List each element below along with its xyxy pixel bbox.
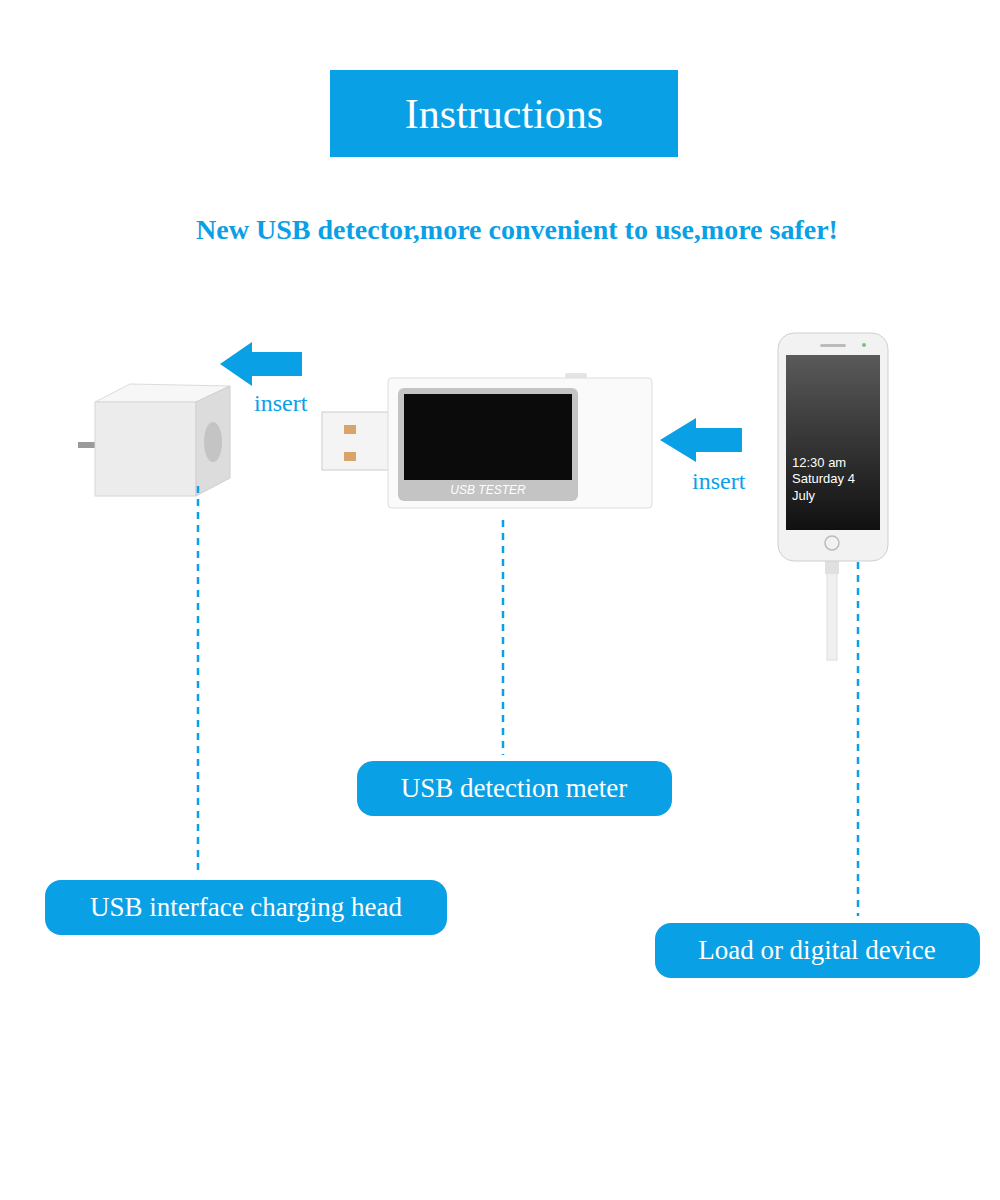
insert-label: insert: [254, 388, 307, 418]
box-label: USB detection meter: [401, 773, 627, 804]
phone-illustration: [778, 333, 888, 660]
phone-screen: [786, 355, 880, 530]
insert-arrow: [220, 342, 302, 386]
leader-line: [197, 486, 200, 875]
charger-illustration: [78, 384, 230, 496]
usb-contact: [344, 452, 356, 461]
box-label: USB interface charging head: [90, 892, 402, 923]
cable: [827, 560, 837, 660]
usb-plug: [322, 412, 390, 470]
insert-label: insert: [692, 466, 745, 496]
usb-tester-illustration: [322, 373, 652, 508]
label-box: USB interface charging head: [45, 880, 447, 935]
title-banner: Instructions: [330, 70, 678, 157]
insert-arrow: [660, 418, 742, 462]
screen-time: 12:30 am Saturday 4 July: [792, 455, 872, 504]
leader-line: [502, 520, 505, 755]
leader-lines: [198, 486, 858, 916]
insert-arrows: [220, 342, 742, 462]
box-label: Load or digital device: [698, 935, 936, 966]
screen-frame: [398, 388, 578, 501]
tester-screen: [404, 394, 572, 480]
charger-front: [95, 402, 196, 496]
usb-port: [204, 422, 222, 462]
title-text: Instructions: [405, 90, 603, 138]
leader-line: [857, 562, 860, 916]
tester-body: [388, 378, 652, 508]
phone-body: [778, 333, 888, 561]
subtitle: New USB detector,more convenient to use,…: [196, 212, 838, 247]
speaker: [820, 344, 846, 347]
device-label: USB TESTER: [450, 483, 525, 498]
label-box: Load or digital device: [655, 923, 980, 978]
home-button: [825, 536, 839, 550]
label-box: USB detection meter: [357, 761, 672, 816]
usb-contact: [344, 425, 356, 434]
camera: [862, 343, 866, 347]
charger-side: [196, 386, 230, 496]
